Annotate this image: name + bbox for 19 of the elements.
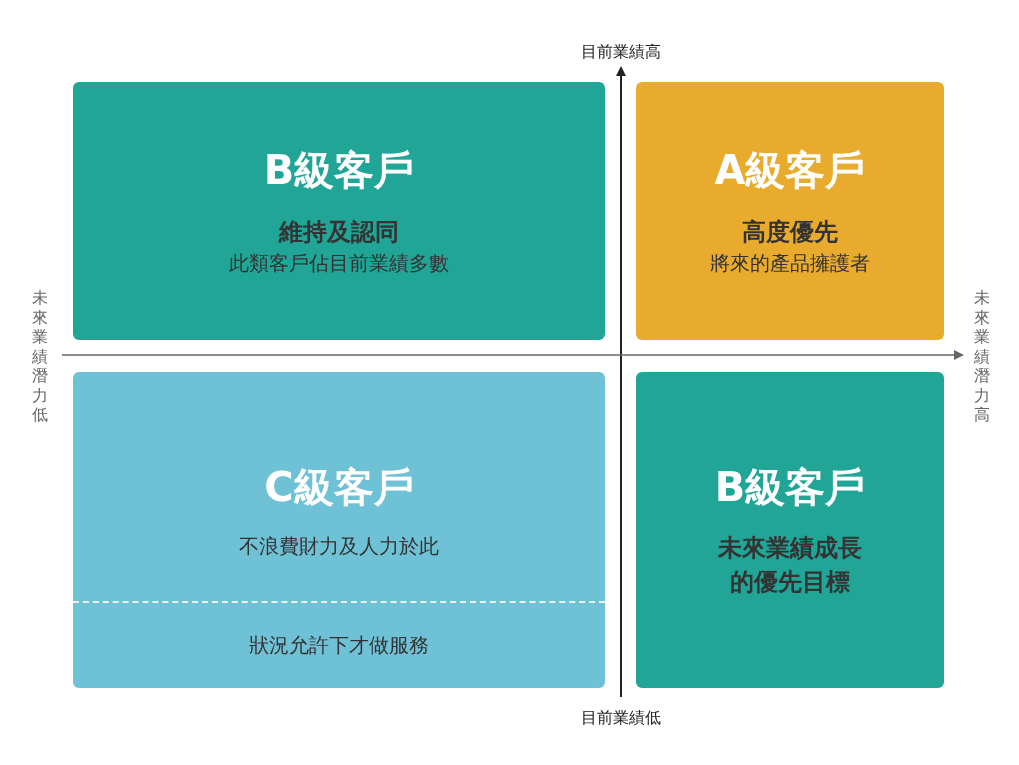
quadrant-box [73,372,605,688]
title-text: A級客戶 [713,146,867,195]
quadrant-box [636,82,944,340]
quadrant-box [73,82,605,340]
subtitle-text: 維持及認同 [277,217,400,248]
axis-label: 未來業績潛力低 [31,288,49,425]
description-text: 將來的產品擁護者 [709,250,871,277]
description-text: 不浪費財力及人力於此 [238,533,440,560]
axis-label: 未來業績潛力高 [973,288,991,425]
quadrant-box [636,372,944,688]
title-text: B級客戶 [713,463,867,512]
axis-label: 目前業績高 [580,42,662,62]
title-text: C級客戶 [263,463,415,512]
title-text: B級客戶 [262,146,416,195]
axis-label: 目前業績低 [580,708,662,728]
subtitle-text: 未來業績成長的優先目標 [717,533,863,598]
note-text: 狀況允許下才做服務 [248,632,430,659]
subtitle-text: 高度優先 [741,217,839,248]
description-text: 此類客戶佔目前業績多數 [228,250,450,277]
